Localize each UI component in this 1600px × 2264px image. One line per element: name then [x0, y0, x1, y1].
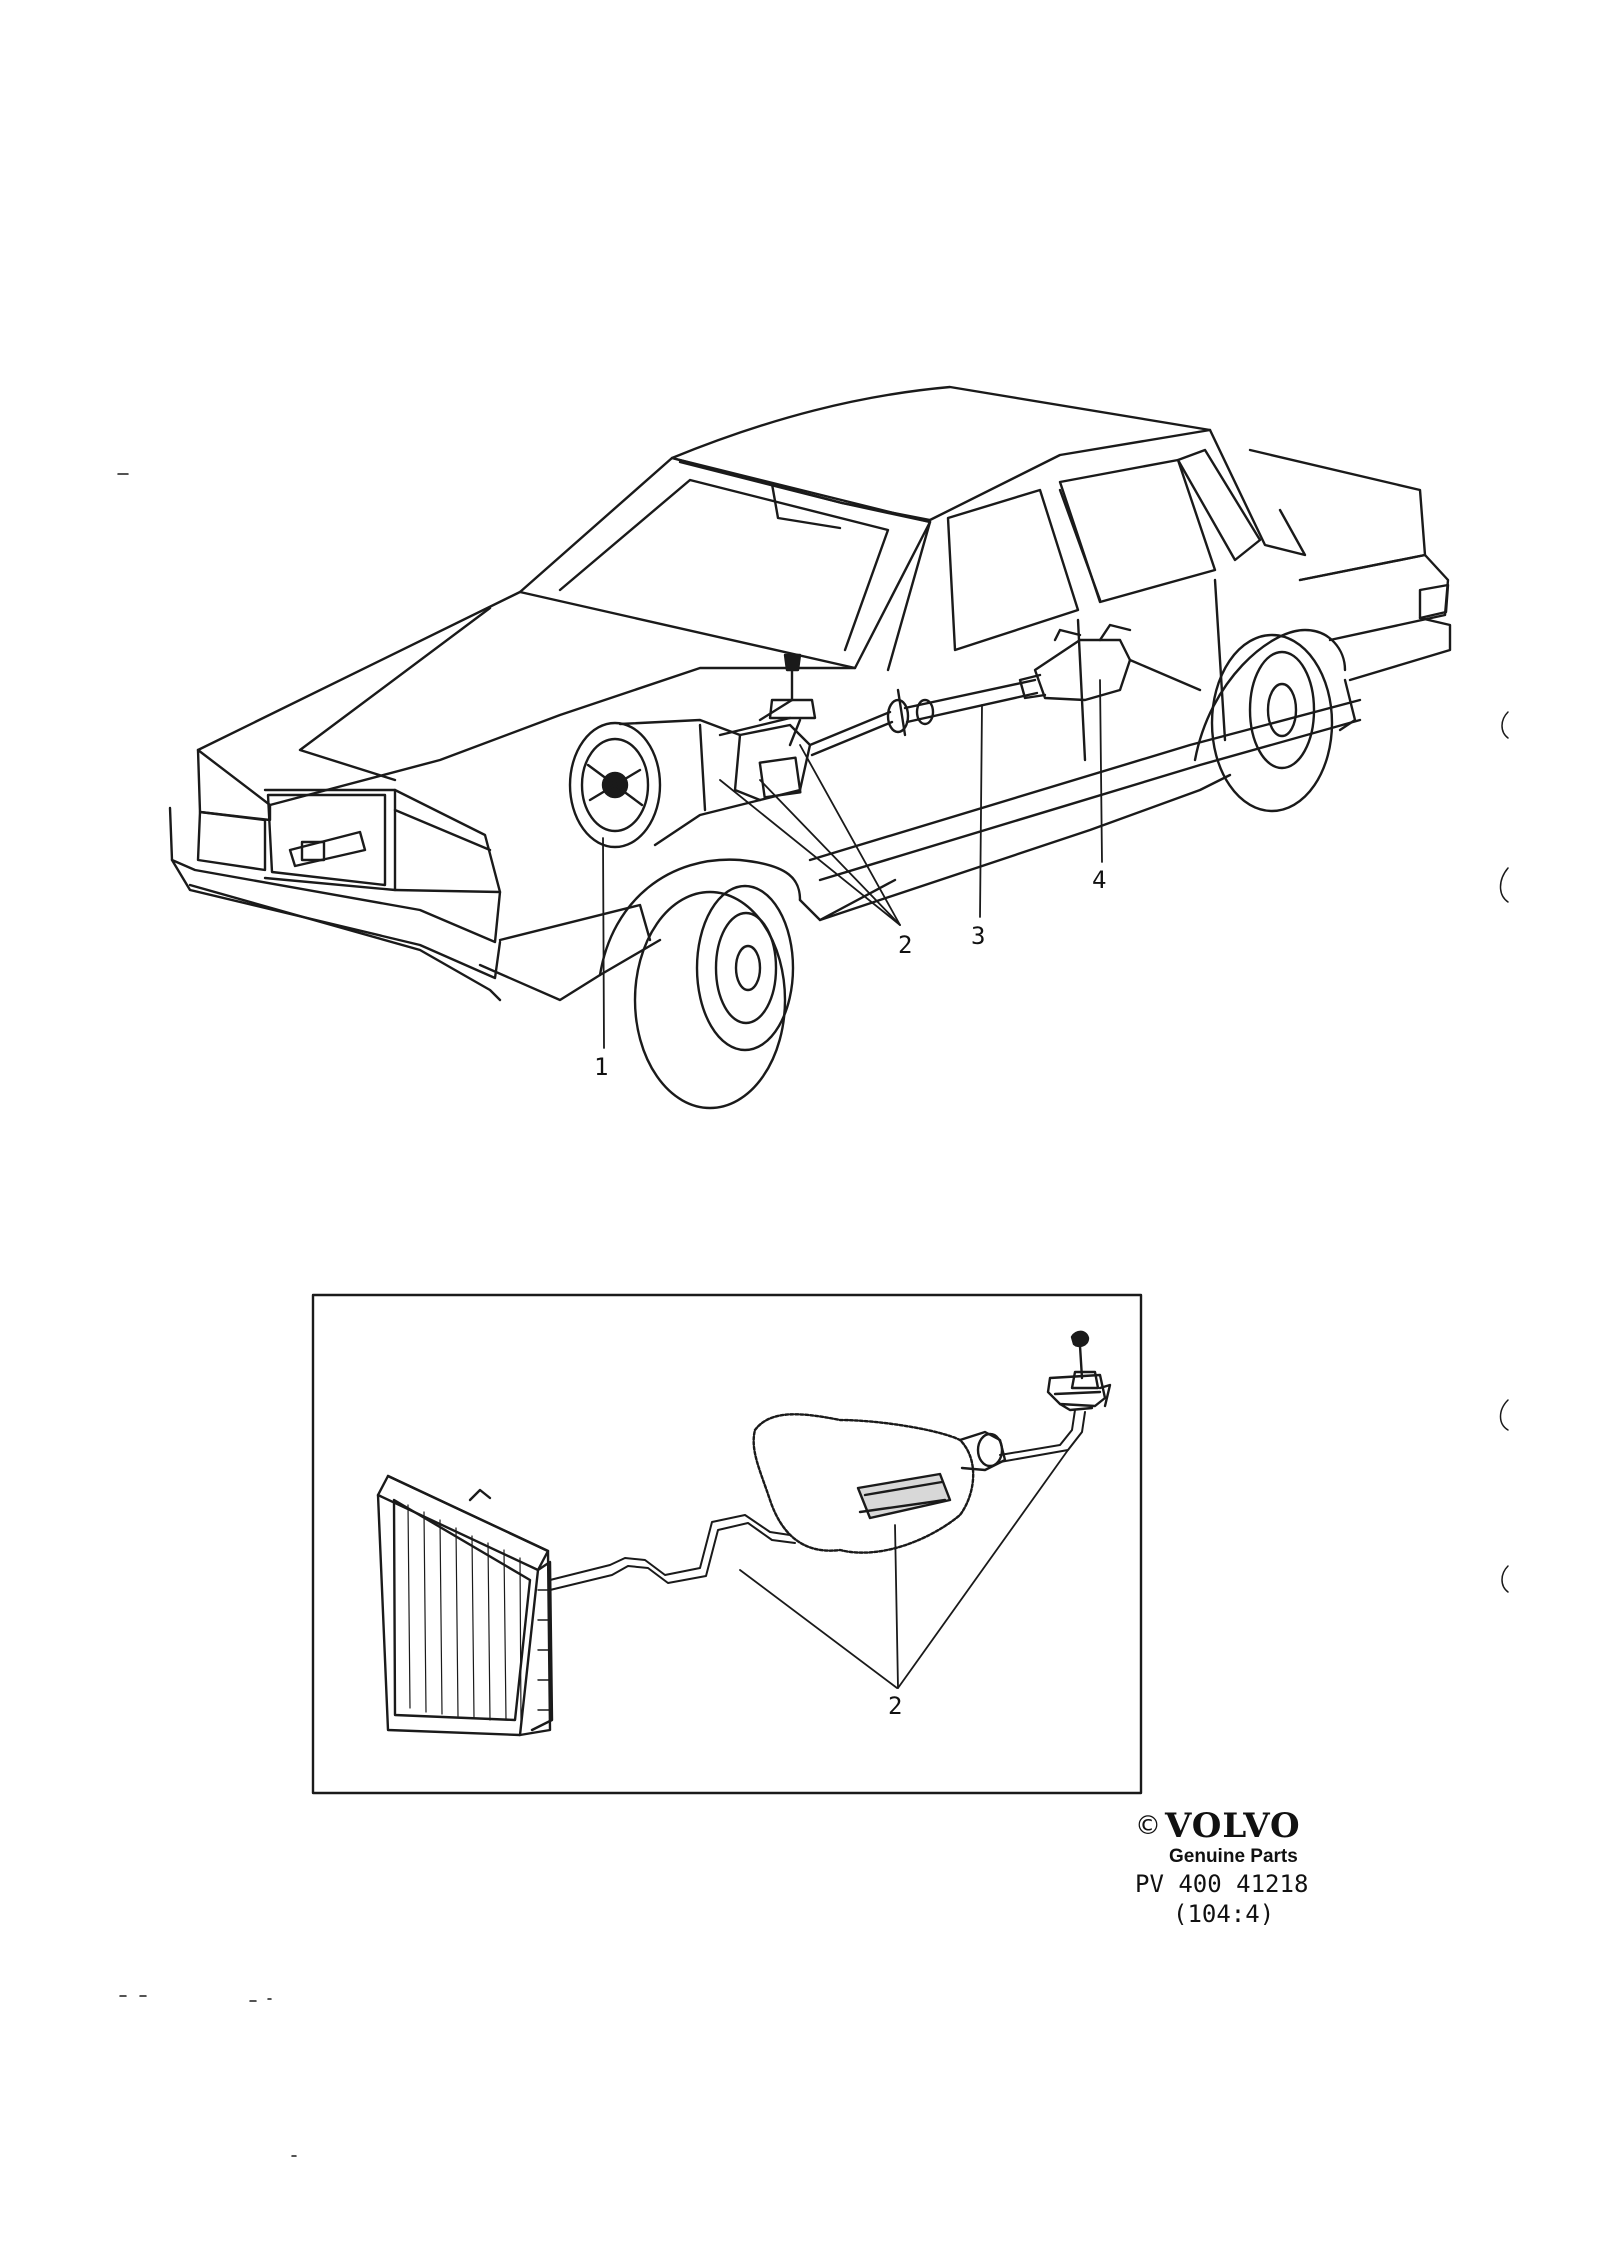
inset-shift-cable	[999, 1409, 1086, 1463]
copyright-symbol: ©	[1135, 1811, 1161, 1841]
scan-specks	[117, 473, 1509, 2157]
rear-axle-differential	[1018, 623, 1202, 702]
brand-tagline: Genuine Parts	[1169, 1846, 1298, 1867]
propeller-shaft	[808, 678, 1039, 757]
callout-2: 2	[898, 931, 913, 959]
callout-leaders-main	[602, 679, 1103, 1049]
callout-3: 3	[971, 922, 986, 950]
callout-4: 4	[1092, 866, 1107, 894]
inset-callout-2: 2	[888, 1692, 903, 1720]
part-code: PV 400 41218	[1135, 1870, 1309, 1898]
inset-shift-lever	[1046, 1330, 1112, 1412]
reference-code: (104:4)	[1173, 1900, 1275, 1928]
car-illustration	[168, 385, 1452, 1110]
inset-frame	[311, 1293, 1143, 1795]
inset-transmission	[752, 1413, 1007, 1554]
brand-logo-text: VOLVO	[1165, 1806, 1301, 1846]
oil-cooler-lines	[549, 1514, 796, 1591]
callout-1: 1	[594, 1053, 609, 1081]
brand-footer: © VOLVO Genuine Parts PV 400 41218 (104:…	[1135, 1806, 1345, 1928]
callout-leaders-inset	[739, 1449, 1069, 1689]
brand-row: © VOLVO	[1135, 1806, 1345, 1846]
oil-cooler-radiator	[376, 1474, 554, 1737]
transmission-assembly	[568, 653, 817, 849]
